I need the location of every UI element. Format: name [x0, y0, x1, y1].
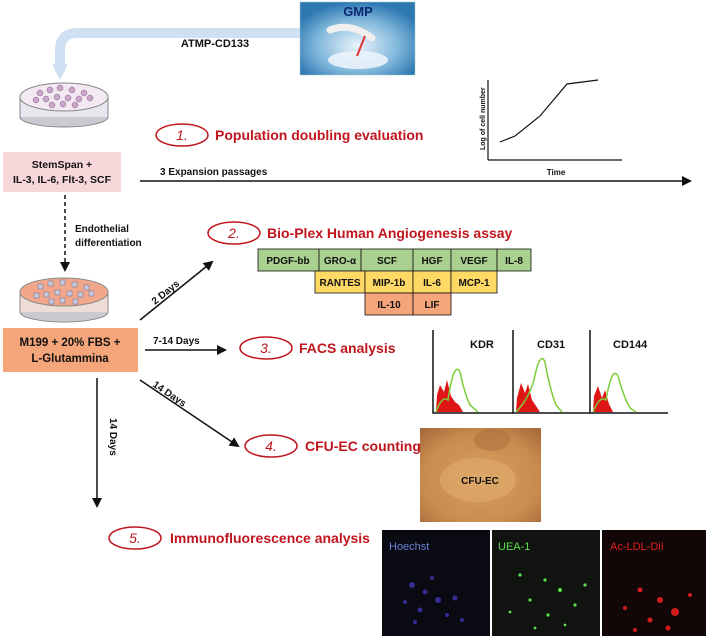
medium-1-box	[3, 152, 121, 192]
cytokine-cell: LIF	[425, 300, 440, 311]
facs-cd31-histogram	[512, 330, 590, 414]
step-5-number: 5.	[129, 530, 141, 546]
timing-cfu: 14 Days	[150, 379, 188, 410]
cytokine-cell: SCF	[377, 256, 397, 267]
cytokine-cell: GRO-α	[324, 256, 357, 267]
gmp-image	[299, 1, 416, 76]
growth-ylabel: Log of cell number	[480, 87, 487, 150]
cytokine-table: PDGF-bb GRO-α SCF HGF VEGF IL-8 RANTES M…	[257, 248, 532, 316]
cfu-ec-label: CFU-EC	[461, 476, 499, 487]
step-2-number: 2.	[227, 225, 240, 241]
step-3-badge	[239, 336, 293, 360]
differentiation-line-2: differentiation	[75, 238, 142, 249]
if-label-uea1: UEA-1	[498, 541, 530, 553]
cytokine-cell: PDGF-bb	[266, 256, 309, 267]
cytokine-cell: IL-10	[377, 300, 401, 311]
gmp-to-plate-arrow	[52, 28, 300, 80]
medium-2-box	[3, 328, 138, 372]
growth-chart	[487, 79, 622, 161]
step-2-label: Bio-Plex Human Angiogenesis assay	[267, 225, 513, 241]
timing-facs: 7-14 Days	[153, 336, 200, 347]
cytokine-cell: IL-6	[423, 278, 441, 289]
medium-1-line-2: IL-3, IL-6, Flt-3, SCF	[13, 174, 112, 186]
expansion-label: 3 Expansion passages	[160, 167, 268, 178]
step-4-number: 4.	[265, 438, 277, 454]
timing-if: 14 Days	[107, 418, 118, 456]
cytokine-cell: HGF	[421, 256, 442, 267]
step-1-label: Population doubling evaluation	[215, 127, 423, 143]
atmp-label: ATMP-CD133	[181, 38, 249, 50]
cfu-ec-image	[420, 428, 541, 522]
step-1-badge	[155, 123, 209, 147]
if-label-hoechst: Hoechst	[389, 541, 429, 553]
if-hoechst-panel	[382, 530, 490, 636]
medium-2-line-1: M199 + 20% FBS +	[20, 337, 121, 349]
cytokine-cell: MIP-1b	[373, 278, 406, 289]
petri-dish-2	[19, 277, 109, 323]
cytokine-cell: RANTES	[319, 278, 360, 289]
facs-kdr-histogram	[432, 330, 513, 414]
step-5-badge	[108, 526, 162, 550]
medium-2-line-2: L-Glutammina	[31, 353, 109, 365]
arrow-to-bioplex	[139, 260, 214, 321]
petri-dish-1	[19, 82, 109, 128]
if-label-acldl: Ac-LDL-DiI	[610, 541, 664, 553]
differentiation-line-1: Endothelial	[75, 224, 129, 235]
step-2-badge	[207, 221, 261, 245]
growth-curve	[499, 79, 599, 143]
step-3-number: 3.	[260, 340, 272, 356]
step-4-badge	[244, 434, 298, 458]
step-5-label: Immunofluorescence analysis	[170, 530, 370, 546]
cytokine-cell: IL-8	[505, 256, 523, 267]
step-1-number: 1.	[176, 127, 188, 143]
medium-1-line-1: StemSpan +	[32, 159, 92, 171]
timing-bioplex: 2 Days	[150, 278, 182, 307]
arrow-to-cfu	[139, 379, 240, 448]
facs-cd144-histogram	[589, 330, 668, 414]
step-4-label: CFU-EC counting	[305, 438, 421, 454]
facs-label-kdr: KDR	[470, 339, 494, 351]
growth-xlabel: Time	[547, 168, 566, 177]
gmp-label: GMP	[343, 4, 373, 19]
cytokine-cell: MCP-1	[458, 278, 490, 289]
if-uea1-panel	[492, 530, 600, 636]
facs-label-cd31: CD31	[537, 339, 565, 351]
step-3-label: FACS analysis	[299, 340, 396, 356]
cytokine-cell: VEGF	[460, 256, 487, 267]
if-acldl-panel	[602, 530, 706, 636]
facs-label-cd144: CD144	[613, 339, 648, 351]
